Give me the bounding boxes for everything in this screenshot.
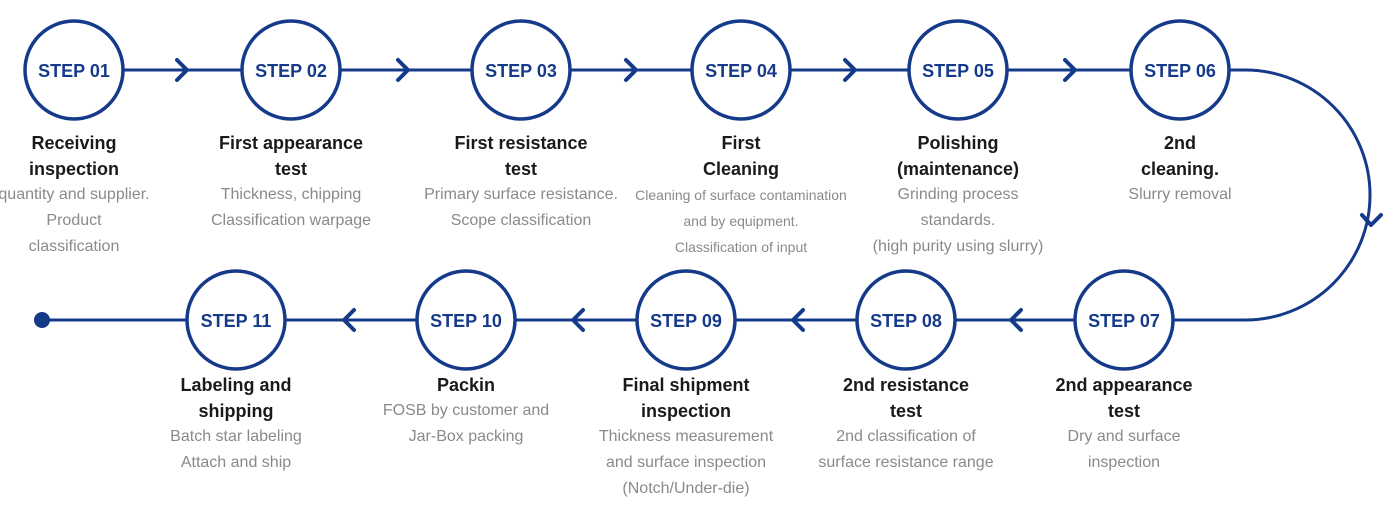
step-node: STEP 03 — [470, 19, 572, 121]
step-circle — [185, 269, 287, 371]
step-node: STEP 08 — [855, 269, 957, 371]
step-title: 2nd appearance test — [1055, 375, 1193, 421]
step-description: FOSB by customer and Jar-Box packing — [382, 402, 550, 445]
step-number-label: STEP 07 — [1088, 311, 1160, 331]
chevron-right-icon — [175, 58, 189, 82]
step-node: STEP 04 — [690, 19, 792, 121]
step-circle — [907, 19, 1009, 121]
chevron-right-icon — [1063, 58, 1077, 82]
step-number-label: STEP 03 — [485, 61, 557, 81]
step-title: First Cleaning — [702, 133, 779, 179]
chevron-left-icon — [1009, 308, 1023, 332]
step-description: Grinding process standards. (high purity… — [872, 186, 1044, 255]
step-number-label: STEP 08 — [870, 311, 942, 331]
step-node: STEP 09 — [635, 269, 737, 371]
step-circle — [1073, 269, 1175, 371]
step-description: Thickness measurement and surface inspec… — [598, 428, 774, 497]
step-number-label: STEP 06 — [1144, 61, 1216, 81]
chevron-right-icon — [843, 58, 857, 82]
step-description: Slurry removal — [1128, 186, 1232, 203]
step-node: STEP 01 — [23, 19, 125, 121]
step-number-label: STEP 02 — [255, 61, 327, 81]
step-text-block: Receiving inspection quantity and supplie… — [0, 130, 194, 260]
chevron-right-icon — [396, 58, 410, 82]
step-circle — [635, 269, 737, 371]
step-text-block: 2nd cleaning. Slurry removal — [1060, 130, 1300, 208]
chevron-right-icon — [624, 58, 638, 82]
step-description: quantity and supplier. Product classific… — [0, 186, 150, 255]
step-circle — [690, 19, 792, 121]
step-title: Packin — [436, 375, 496, 395]
step-circle — [240, 19, 342, 121]
step-text-block: 2nd resistance test 2nd classification of… — [786, 372, 1026, 476]
step-number-label: STEP 04 — [705, 61, 777, 81]
step-circle — [470, 19, 572, 121]
step-title: Polishing (maintenance) — [896, 133, 1020, 179]
step-number-label: STEP 09 — [650, 311, 722, 331]
step-number-label: STEP 10 — [430, 311, 502, 331]
step-title: 2nd resistance test — [842, 375, 970, 421]
step-circle — [23, 19, 125, 121]
return-curve — [1124, 68, 1372, 322]
chevron-down-icon — [1360, 213, 1383, 227]
step-description: Batch star labeling Attach and ship — [170, 428, 302, 471]
step-description: Primary surface resistance. Scope classi… — [424, 186, 618, 229]
step-title: 2nd cleaning. — [1140, 133, 1220, 179]
step-description: 2nd classification of surface resistance… — [818, 428, 994, 471]
chevron-left-icon — [342, 308, 356, 332]
step-title: Labeling and shipping — [180, 375, 292, 421]
step-title: Receiving inspection — [28, 133, 119, 179]
step-description: Dry and surface inspection — [1067, 428, 1181, 471]
step-circles: STEP 01 STEP 02 STEP 03 STEP 04 STEP 05 STEP … — [23, 19, 1231, 371]
end-dot — [34, 312, 50, 328]
step-number-label: STEP 11 — [201, 311, 272, 331]
step-number-label: STEP 01 — [38, 61, 110, 81]
step-node: STEP 05 — [907, 19, 1009, 121]
step-description: Thickness, chipping Classification warpa… — [210, 186, 372, 229]
step-node: STEP 11 — [185, 269, 287, 371]
step-title: First resistance test — [454, 133, 588, 179]
chevron-left-icon — [571, 308, 585, 332]
step-circle — [855, 269, 957, 371]
step-number-label: STEP 05 — [922, 61, 994, 81]
step-circle — [1129, 19, 1231, 121]
step-node: STEP 02 — [240, 19, 342, 121]
step-title: First appearance test — [218, 133, 364, 179]
step-text-block: Polishing (maintenance) Grinding process … — [838, 130, 1078, 260]
chevron-left-icon — [791, 308, 805, 332]
step-description: Cleaning of surface contamination and by… — [635, 187, 847, 255]
step-node: STEP 10 — [415, 269, 517, 371]
flow-arrows — [175, 58, 1383, 332]
step-node: STEP 06 — [1129, 19, 1231, 121]
step-circle — [415, 269, 517, 371]
step-title: Final shipment inspection — [622, 375, 750, 421]
step-node: STEP 07 — [1073, 269, 1175, 371]
